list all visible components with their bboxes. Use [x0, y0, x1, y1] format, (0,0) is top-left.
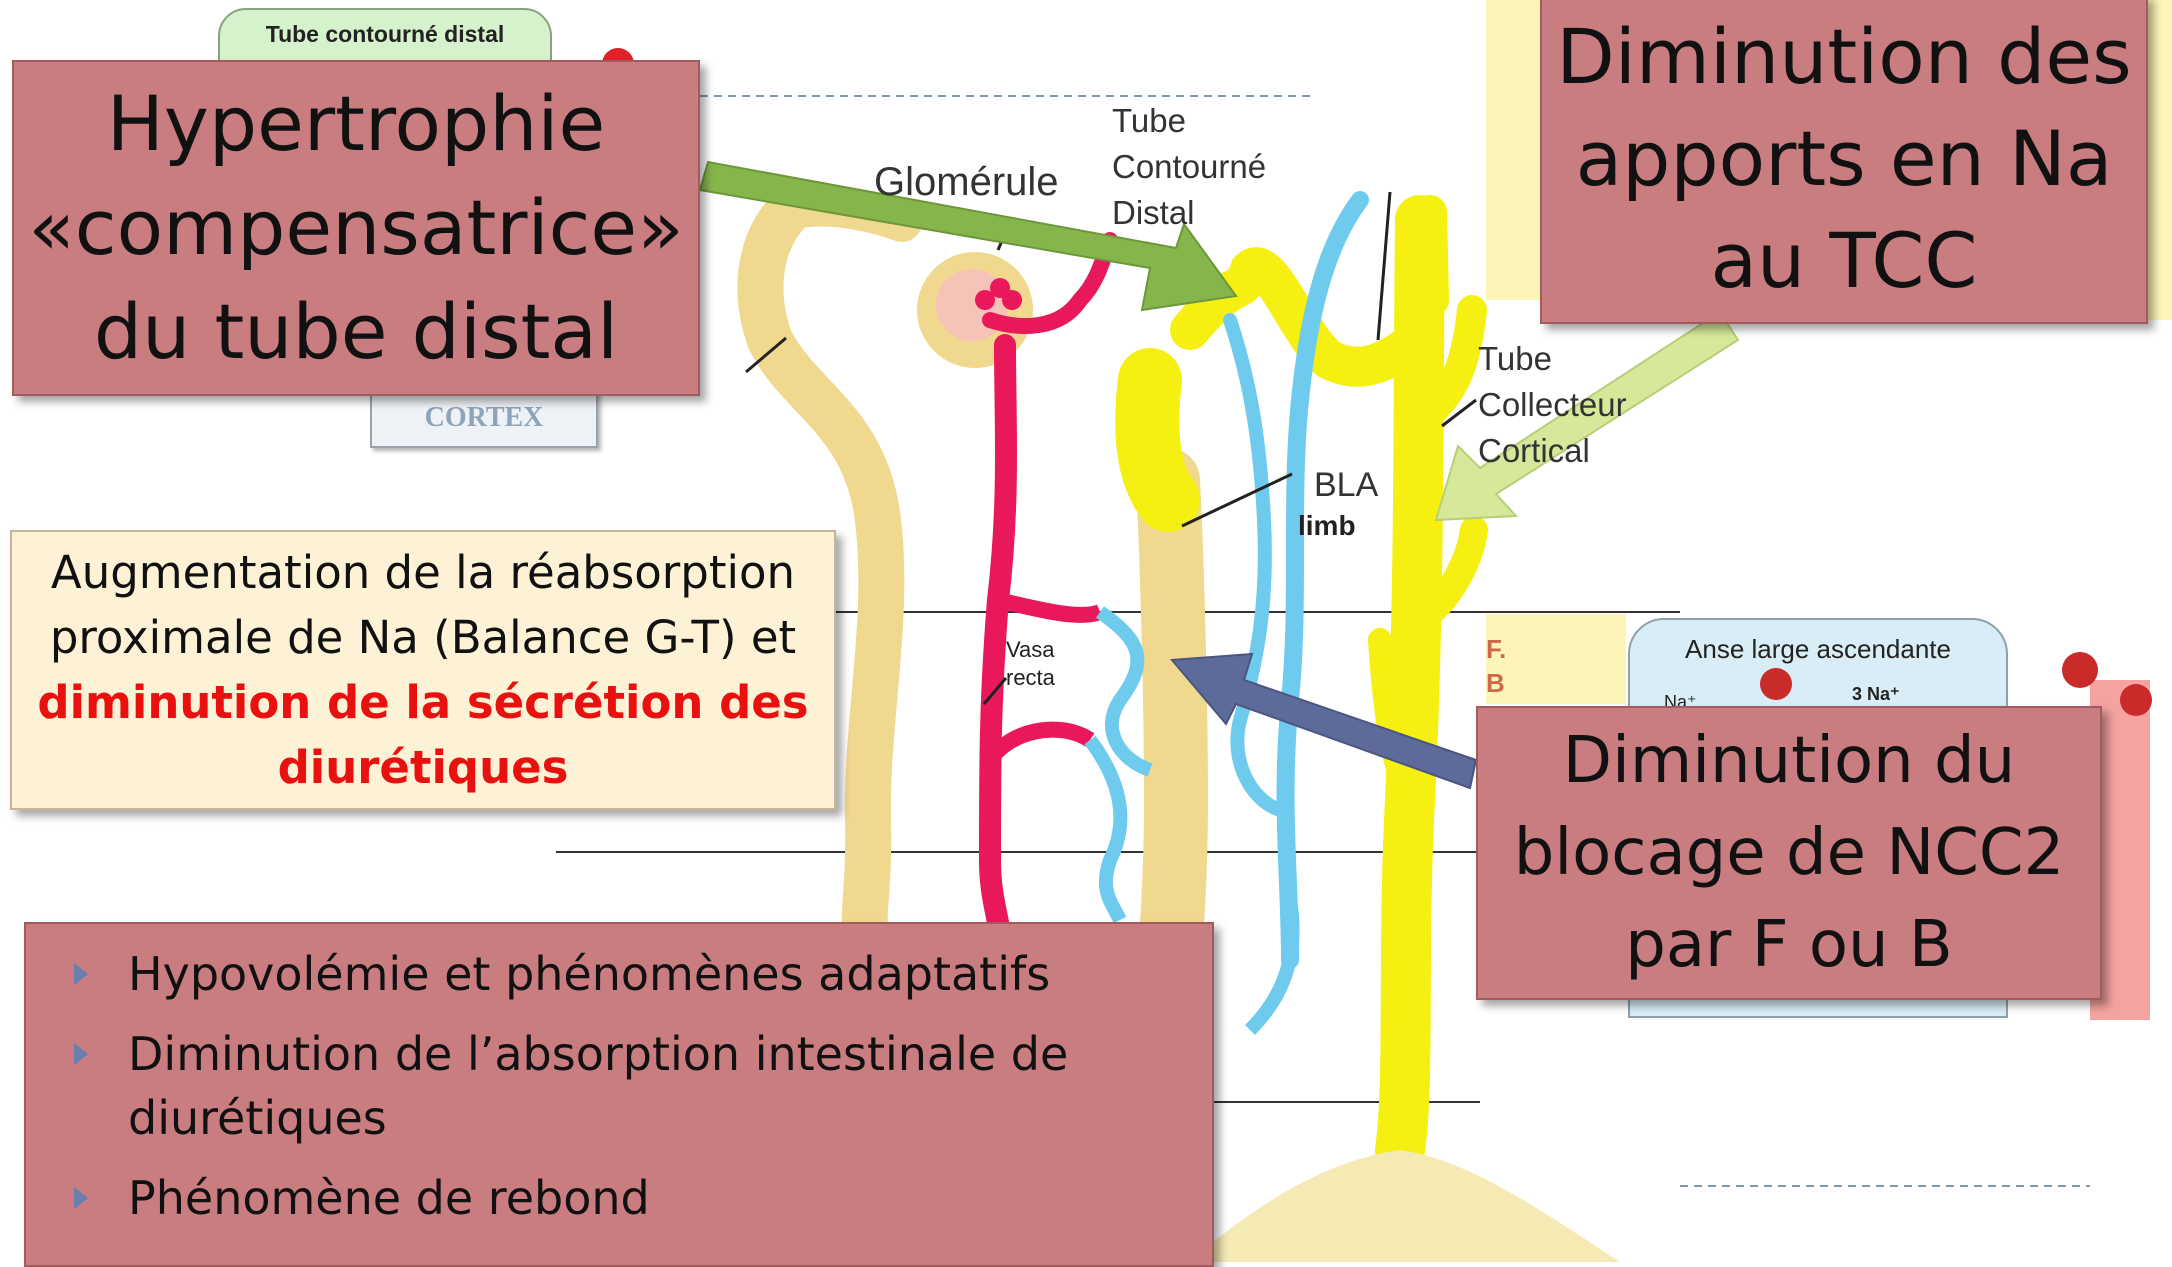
list-item: Hypovolémie et phénomènes adaptatifs: [56, 942, 1212, 1006]
list-item: Phénomène de rebond: [56, 1166, 1212, 1230]
augmentation-red-line-1: diminution de la sécrétion des: [37, 670, 808, 735]
apports-line-2: apports en Na: [1576, 108, 2113, 210]
ncc2-line-2: blocage de NCC2: [1514, 807, 2065, 899]
list-item-text: Diminution de l’absorption intestinale d…: [128, 1027, 1068, 1145]
ncc2-line-3: par F ou B: [1625, 899, 1953, 991]
box-hypertrophie: Hypertrophie «compensatrice» du tube dis…: [12, 60, 700, 396]
label-glomerule: Glomérule: [874, 160, 1059, 205]
box-causes-list: Hypovolémie et phénomènes adaptatifs Dim…: [24, 922, 1214, 1267]
list-item-text: Hypovolémie et phénomènes adaptatifs: [128, 947, 1050, 1001]
augmentation-line-2: proximale de Na (Balance G-T) et: [50, 605, 796, 670]
fragment-fb-label: F. B: [1486, 632, 1506, 700]
label-tcc-line-1: Tube: [1478, 336, 1627, 382]
apports-line-3: au TCC: [1710, 210, 1977, 312]
causes-list: Hypovolémie et phénomènes adaptatifs Dim…: [56, 942, 1212, 1246]
ncc2-line-1: Diminution du: [1563, 715, 2015, 807]
list-item: Diminution de l’absorption intestinale d…: [56, 1022, 1212, 1150]
bullet-arrow-icon: [74, 1043, 88, 1065]
distal-tubule: [1147, 380, 1168, 500]
label-vasa-line-1: Vasa: [1006, 636, 1055, 664]
label-tcd-line-1: Tube: [1112, 98, 1266, 144]
apports-line-1: Diminution des: [1556, 6, 2131, 108]
bullet-arrow-icon: [74, 1187, 88, 1209]
box-diminution-blocage-ncc2: Diminution du blocage de NCC2 par F ou B: [1476, 706, 2102, 1000]
label-vasa-line-2: recta: [1006, 664, 1055, 692]
box-diminution-apports: Diminution des apports en Na au TCC: [1540, 0, 2148, 324]
label-vasa-recta: Vasa recta: [1006, 636, 1055, 692]
box-augmentation-reabsorption: Augmentation de la réabsorption proximal…: [10, 530, 836, 810]
hypertrophie-line-2: «compensatrice»: [28, 176, 683, 280]
augmentation-line-1: Augmentation de la réabsorption: [51, 540, 795, 605]
list-item-text: Phénomène de rebond: [128, 1171, 650, 1225]
label-tcd-line-2: Contourné: [1112, 144, 1266, 190]
hypertrophie-line-1: Hypertrophie: [107, 72, 606, 176]
vasa-recta-artery: [990, 345, 1006, 940]
label-tcc-line-2: Collecteur: [1478, 382, 1627, 428]
papilla: [1190, 1150, 1620, 1262]
hypertrophie-line-3: du tube distal: [94, 280, 618, 384]
bullet-arrow-icon: [74, 963, 88, 985]
collecting-duct: [1400, 220, 1420, 1150]
label-tube-contourne-distal: Tube Contourné Distal: [1112, 98, 1266, 236]
fragment-cortex-label: CORTEX: [370, 388, 598, 448]
augmentation-red-line-2: diurétiques: [278, 735, 569, 800]
thick-ascending-limb: [1168, 480, 1176, 980]
fragment-f-label: F.: [1486, 632, 1506, 666]
label-tube-collecteur-cortical: Tube Collecteur Cortical: [1478, 336, 1627, 474]
label-tcc-line-3: Cortical: [1478, 428, 1627, 474]
label-bla: BLA: [1314, 466, 1378, 505]
label-limb: limb: [1298, 510, 1356, 542]
fragment-b-label: B: [1486, 666, 1506, 700]
bg-yellow-strip-2: [1486, 614, 1626, 704]
label-tcd-line-3: Distal: [1112, 190, 1266, 236]
